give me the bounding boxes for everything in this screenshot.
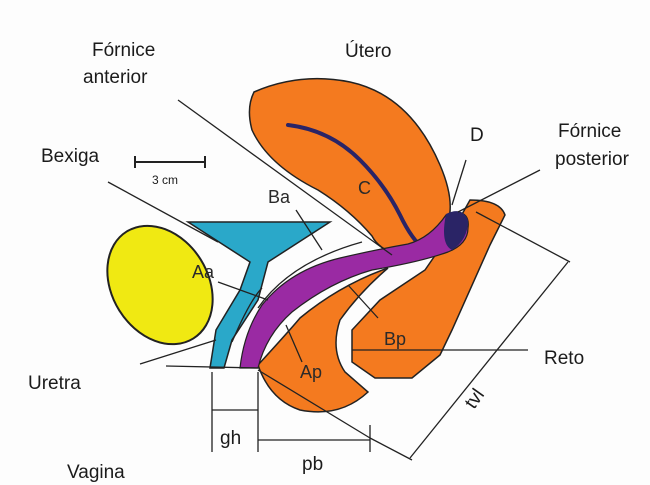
label-fornice-anterior-2: anterior (83, 67, 148, 88)
label-bp: Bp (384, 329, 406, 349)
label-scale: 3 cm (152, 173, 178, 187)
label-reto: Reto (544, 348, 584, 369)
fornice-posterior-leader (458, 170, 540, 212)
label-d: D (470, 125, 484, 146)
label-ba: Ba (268, 187, 291, 207)
label-fornice-anterior-1: Fórnice (92, 40, 155, 61)
label-vagina: Vagina (67, 462, 125, 483)
label-aa: Aa (192, 262, 215, 282)
label-utero: Útero (345, 40, 391, 62)
tvl-bottom-tick (370, 438, 412, 460)
label-ap: Ap (300, 362, 322, 382)
d-leader (452, 160, 466, 205)
label-pb: pb (302, 454, 323, 475)
label-c: C (358, 178, 371, 198)
label-fornice-posterior-2: posterior (555, 149, 630, 170)
label-gh: gh (220, 428, 241, 449)
label-uretra: Uretra (28, 373, 81, 394)
label-bexiga: Bexiga (41, 146, 100, 167)
label-fornice-posterior-1: Fórnice (558, 121, 621, 142)
